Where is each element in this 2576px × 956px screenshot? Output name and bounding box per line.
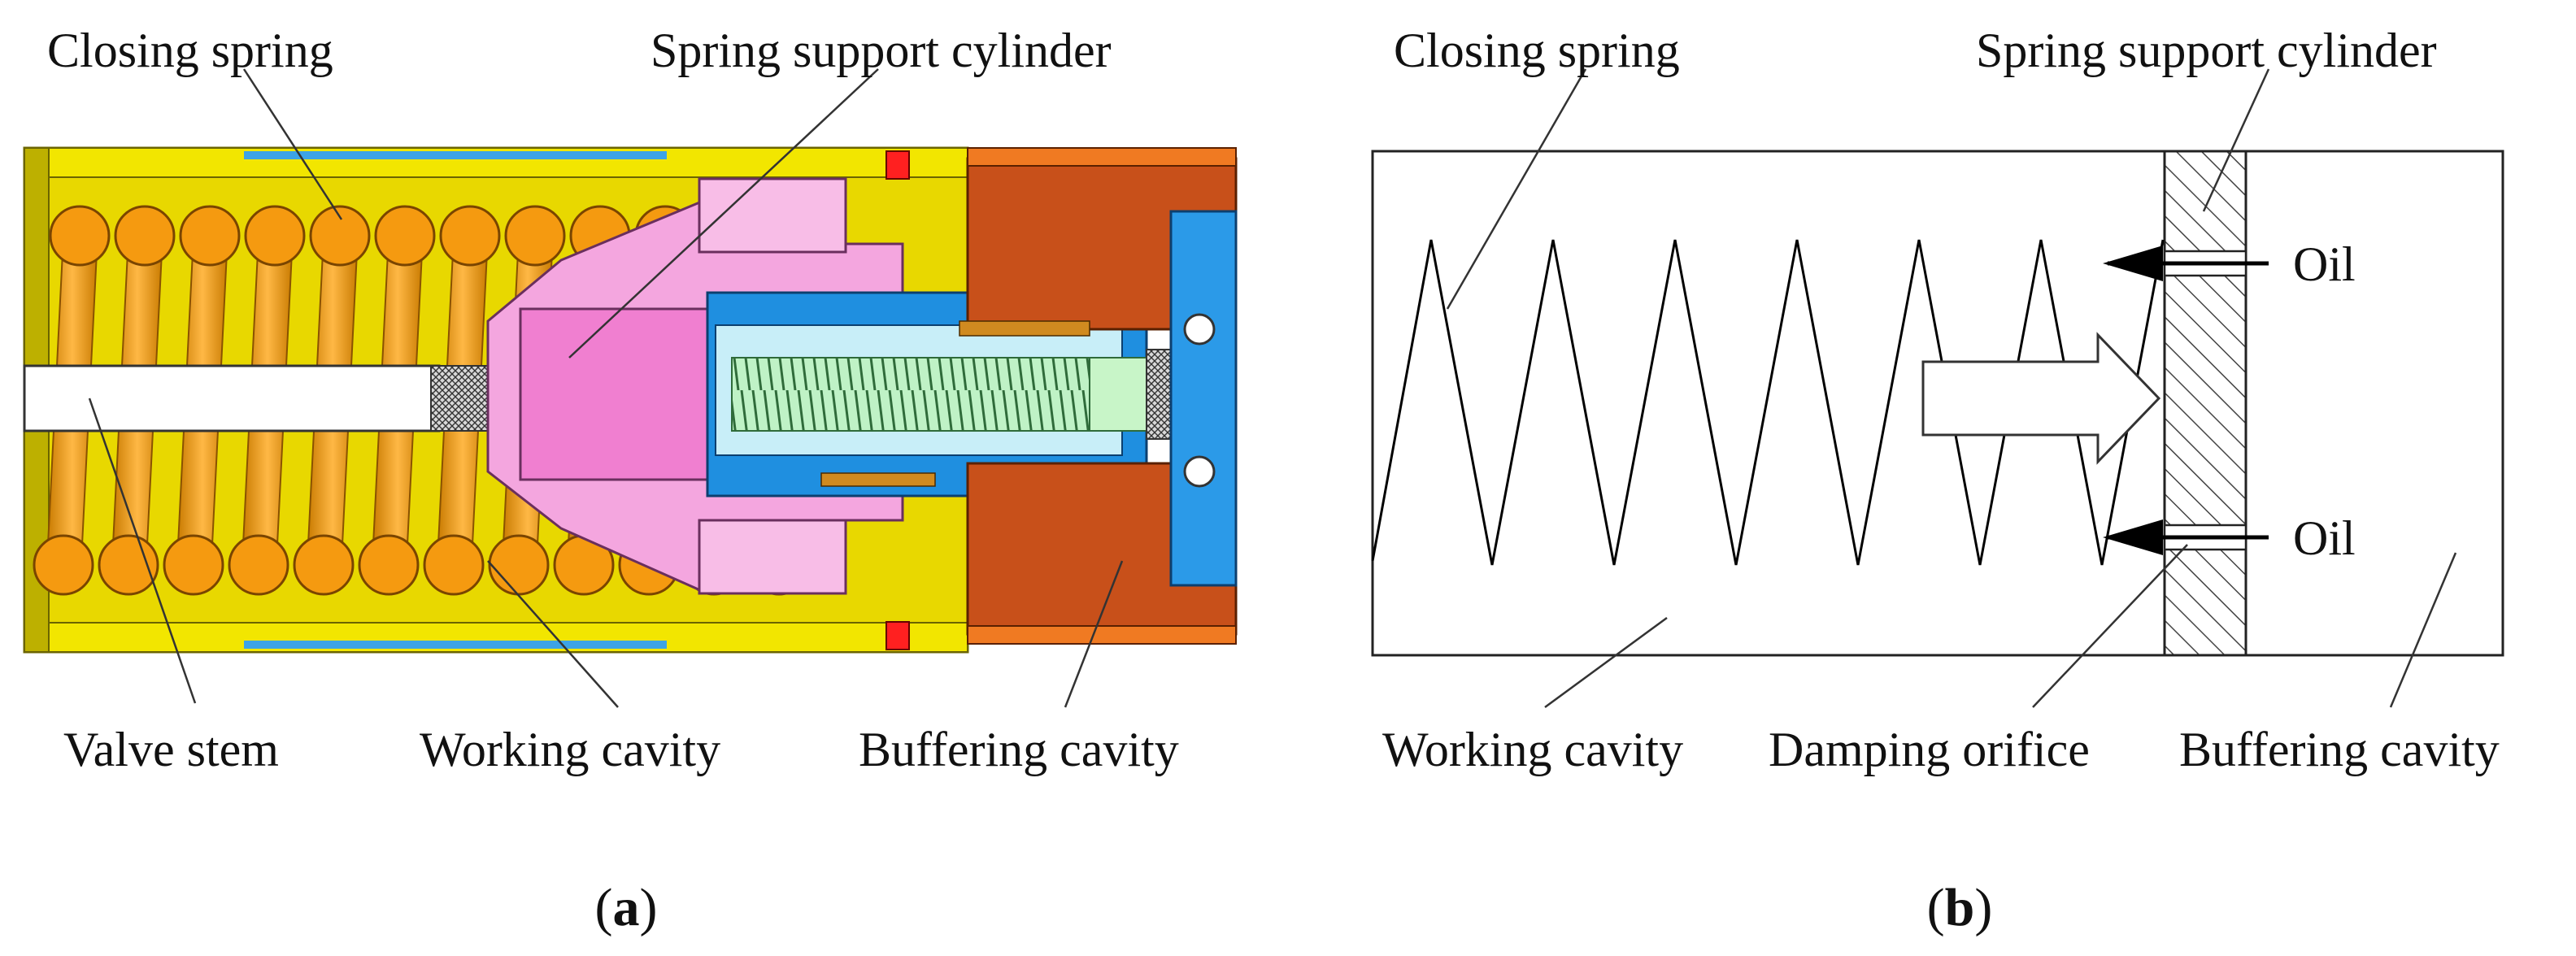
leader-valve-stem xyxy=(88,398,197,704)
buffer-top-cap xyxy=(967,147,1237,167)
label-oil-top: Oil xyxy=(2293,237,2356,291)
spring-wire-section-bottom xyxy=(293,534,355,596)
label-buffering-cavity-a: Buffering cavity xyxy=(859,723,1179,776)
oil-arrow-top-head xyxy=(2103,246,2163,281)
leader-working-cavity-a xyxy=(487,560,619,708)
spring-support-cylinder-b xyxy=(2163,150,2247,657)
leader-closing-spring-b xyxy=(1446,68,1587,310)
label-valve-stem: Valve stem xyxy=(63,723,279,776)
caption-b: (b) xyxy=(1927,878,1993,937)
spring-wire-section-top xyxy=(374,205,436,267)
stem-knurl xyxy=(430,365,490,432)
red-seal-top xyxy=(886,150,910,180)
leader-closing-spring-a xyxy=(242,68,343,220)
oil-arrow-bottom-head xyxy=(2103,519,2163,555)
valve-stem xyxy=(23,364,441,432)
label-working-cavity-a: Working cavity xyxy=(420,723,720,776)
bottom-blue-strip xyxy=(244,641,667,649)
support-flange-bottom xyxy=(698,519,847,595)
panel-a: Closing spring Spring support cylinder V… xyxy=(23,24,1238,937)
stem-end-cap xyxy=(1089,357,1147,432)
bearing-ball-bottom xyxy=(1183,455,1216,488)
spring-wire-section-bottom xyxy=(33,534,94,596)
inner-coil-spring xyxy=(731,357,1090,432)
red-seal-bottom xyxy=(886,621,910,650)
label-damping-orifice: Damping orifice xyxy=(1769,723,2090,776)
closing-spring-b xyxy=(1371,239,2165,566)
spring-wire-section-top xyxy=(504,205,566,267)
spring-wire-section-top xyxy=(49,205,111,267)
top-blue-strip xyxy=(244,151,667,159)
label-closing-spring-a: Closing spring xyxy=(47,24,333,77)
spring-wire-section-top xyxy=(309,205,371,267)
label-working-cavity-b: Working cavity xyxy=(1382,723,1683,776)
spring-wire-section-top xyxy=(114,205,176,267)
support-inner-block xyxy=(519,307,717,481)
caption-letter-a: a xyxy=(613,878,640,937)
leader-working-cavity-b xyxy=(1544,616,1668,709)
spring-wire-section-bottom xyxy=(423,534,485,596)
spring-wire-section-bottom xyxy=(228,534,289,596)
buffer-bottom-cap xyxy=(967,625,1237,645)
thread-detail-bottom xyxy=(820,472,936,487)
caption-a: (a) xyxy=(595,878,658,937)
end-cap xyxy=(1169,210,1238,587)
label-closing-spring-b: Closing spring xyxy=(1394,24,1680,77)
leader-support-cylinder-a xyxy=(568,68,879,358)
support-flange xyxy=(698,177,847,254)
label-spring-support-cylinder-b: Spring support cylinder xyxy=(1976,24,2437,77)
label-oil-bottom: Oil xyxy=(2293,511,2356,565)
bearing-ball-top xyxy=(1183,313,1216,345)
label-buffering-cavity-b: Buffering cavity xyxy=(2179,723,2500,776)
spring-wire-section-top xyxy=(244,205,306,267)
leader-buffering-cavity-a xyxy=(1064,560,1124,708)
leader-damping-orifice xyxy=(2032,544,2188,708)
thread-detail-top xyxy=(959,320,1090,337)
caption-letter-b: b xyxy=(1945,878,1975,937)
spring-wire-section-bottom xyxy=(163,534,224,596)
spring-wire-section-top xyxy=(179,205,241,267)
label-spring-support-cylinder-a: Spring support cylinder xyxy=(651,24,1112,77)
panel-b: Closing spring Spring support cylinder O… xyxy=(1371,24,2504,937)
spring-wire-section-bottom xyxy=(98,534,159,596)
leader-buffering-cavity-b xyxy=(2389,552,2457,708)
spring-wire-section-bottom xyxy=(358,534,420,596)
spring-wire-section-top xyxy=(439,205,501,267)
leader-support-cylinder-b xyxy=(2202,68,2270,212)
motion-arrow xyxy=(1921,332,2161,465)
spring-wire-section-bottom xyxy=(488,534,550,596)
